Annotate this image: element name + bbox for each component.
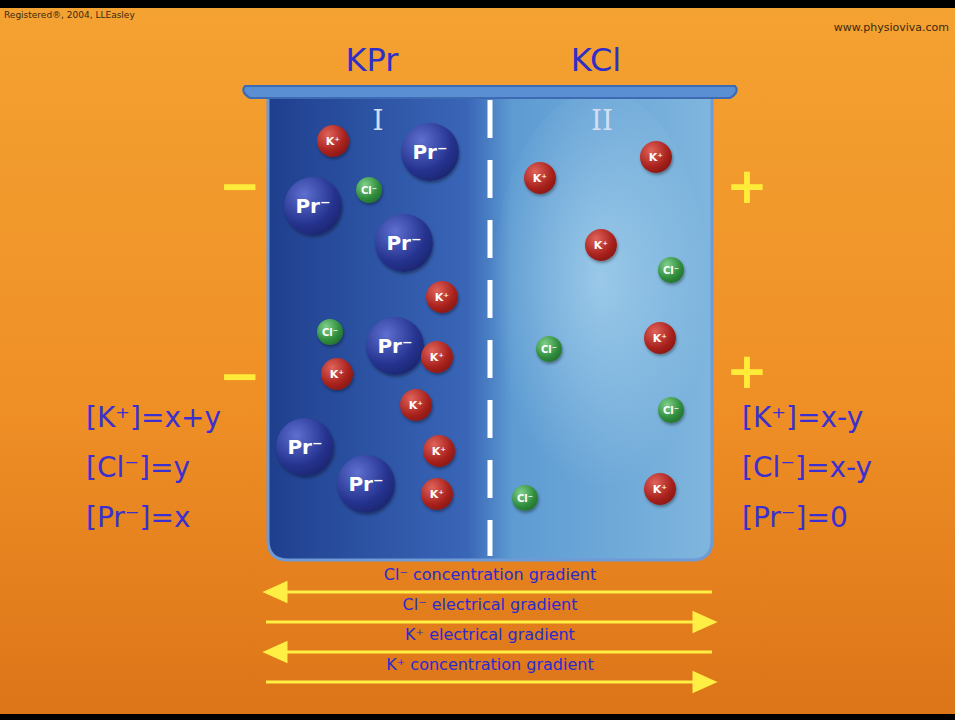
chloride-ion: Cl⁻ bbox=[536, 336, 562, 362]
ion-symbol: Cl⁻ bbox=[663, 265, 679, 276]
chloride-ion: Cl⁻ bbox=[317, 319, 343, 345]
compartment-number: I bbox=[268, 104, 488, 137]
ion-symbol: Cl⁻ bbox=[517, 493, 533, 504]
charge-sign: + bbox=[726, 343, 768, 401]
potassium-ion: K⁺ bbox=[644, 322, 676, 354]
ion-symbol: K⁺ bbox=[326, 135, 340, 148]
ion-symbol: Cl⁻ bbox=[322, 327, 338, 338]
potassium-ion: K⁺ bbox=[644, 473, 676, 505]
gradient-arrow bbox=[266, 681, 700, 684]
membrane bbox=[488, 100, 493, 556]
chloride-ion: Cl⁻ bbox=[658, 397, 684, 423]
ion-symbol: Cl⁻ bbox=[663, 405, 679, 416]
ion-symbol: K⁺ bbox=[430, 351, 444, 364]
potassium-ion: K⁺ bbox=[423, 435, 455, 467]
solution-name: KPr bbox=[346, 42, 399, 79]
potassium-ion: K⁺ bbox=[640, 141, 672, 173]
arrow-head bbox=[266, 643, 286, 661]
gradient-arrow bbox=[266, 621, 700, 624]
top-bar bbox=[0, 0, 955, 8]
potassium-ion: K⁺ bbox=[400, 389, 432, 421]
ion-symbol: K⁺ bbox=[409, 399, 423, 412]
ion-symbol: K⁺ bbox=[653, 332, 667, 345]
charge-sign: + bbox=[726, 158, 768, 216]
website: www.physioviva.com bbox=[834, 22, 949, 35]
ion-symbol: Pr⁻ bbox=[412, 140, 447, 164]
protein-anion: Pr⁻ bbox=[337, 455, 395, 513]
ion-symbol: K⁺ bbox=[649, 151, 663, 164]
compartment: IK⁺Pr⁻Cl⁻Pr⁻Pr⁻K⁺Cl⁻Pr⁻K⁺K⁺K⁺Pr⁻K⁺Pr⁻K⁺ bbox=[268, 98, 488, 558]
chloride-ion: Cl⁻ bbox=[356, 177, 382, 203]
chloride-ion: Cl⁻ bbox=[512, 485, 538, 511]
protein-anion: Pr⁻ bbox=[401, 123, 459, 181]
protein-anion: Pr⁻ bbox=[366, 317, 424, 375]
ion-symbol: K⁺ bbox=[330, 368, 344, 381]
charge-sign: − bbox=[219, 158, 261, 216]
gradient-label: K⁺ electrical gradient bbox=[405, 626, 575, 644]
compartment-number: II bbox=[492, 104, 712, 137]
beaker-highlight bbox=[490, 90, 710, 510]
concentration-equation: [K⁺]=x-y bbox=[742, 402, 863, 434]
ion-symbol: Cl⁻ bbox=[361, 185, 377, 196]
concentration-equation: [Cl⁻]=y bbox=[86, 452, 190, 484]
ion-symbol: K⁺ bbox=[435, 291, 449, 304]
ion-symbol: Pr⁻ bbox=[386, 231, 421, 255]
ion-symbol: K⁺ bbox=[653, 483, 667, 496]
compartment: II K⁺ K⁺ K⁺ Cl⁻ Cl⁻ K⁺ Cl⁻ K⁺ Cl⁻ bbox=[492, 98, 712, 558]
protein-anion: Pr⁻ bbox=[375, 214, 433, 272]
charge-sign: − bbox=[219, 348, 261, 406]
potassium-ion: K⁺ bbox=[524, 162, 556, 194]
label-note: Registered®, 2004, LLEasley bbox=[4, 10, 135, 20]
ion-symbol: K⁺ bbox=[432, 445, 446, 458]
gradient-arrow bbox=[280, 651, 712, 654]
arrow-head bbox=[266, 583, 286, 601]
solution-name: KCl bbox=[571, 42, 621, 79]
concentration-equation: [Pr⁻]=0 bbox=[742, 502, 848, 534]
gradient-label: Cl⁻ concentration gradient bbox=[384, 566, 596, 584]
arrow-head bbox=[694, 613, 714, 631]
chloride-ion: Cl⁻ bbox=[658, 257, 684, 283]
potassium-ion: K⁺ bbox=[317, 125, 349, 157]
ion-symbol: Pr⁻ bbox=[377, 334, 412, 358]
concentration-equation: [Pr⁻]=x bbox=[86, 502, 191, 534]
ion-symbol: Pr⁻ bbox=[287, 435, 322, 459]
ion-symbol: K⁺ bbox=[594, 239, 608, 252]
protein-anion: Pr⁻ bbox=[284, 177, 342, 235]
arrow-head bbox=[694, 673, 714, 691]
potassium-ion: K⁺ bbox=[426, 281, 458, 313]
protein-anion: Pr⁻ bbox=[276, 418, 334, 476]
potassium-ion: K⁺ bbox=[585, 229, 617, 261]
ion-symbol: K⁺ bbox=[430, 488, 444, 501]
potassium-ion: K⁺ bbox=[321, 358, 353, 390]
ion-symbol: K⁺ bbox=[533, 172, 547, 185]
gradient-label: Cl⁻ electrical gradient bbox=[403, 596, 578, 614]
concentration-equation: [K⁺]=x+y bbox=[86, 402, 221, 434]
gradient-arrow bbox=[280, 591, 712, 594]
bottom-bar bbox=[0, 714, 955, 720]
gradient-label: K⁺ concentration gradient bbox=[386, 656, 593, 674]
potassium-ion: K⁺ bbox=[421, 478, 453, 510]
ion-symbol: Cl⁻ bbox=[541, 344, 557, 355]
beaker-rim bbox=[243, 86, 736, 98]
ion-symbol: Pr⁻ bbox=[295, 194, 330, 218]
concentration-equation: [Cl⁻]=x-y bbox=[742, 452, 872, 484]
potassium-ion: K⁺ bbox=[421, 341, 453, 373]
ion-symbol: Pr⁻ bbox=[348, 472, 383, 496]
